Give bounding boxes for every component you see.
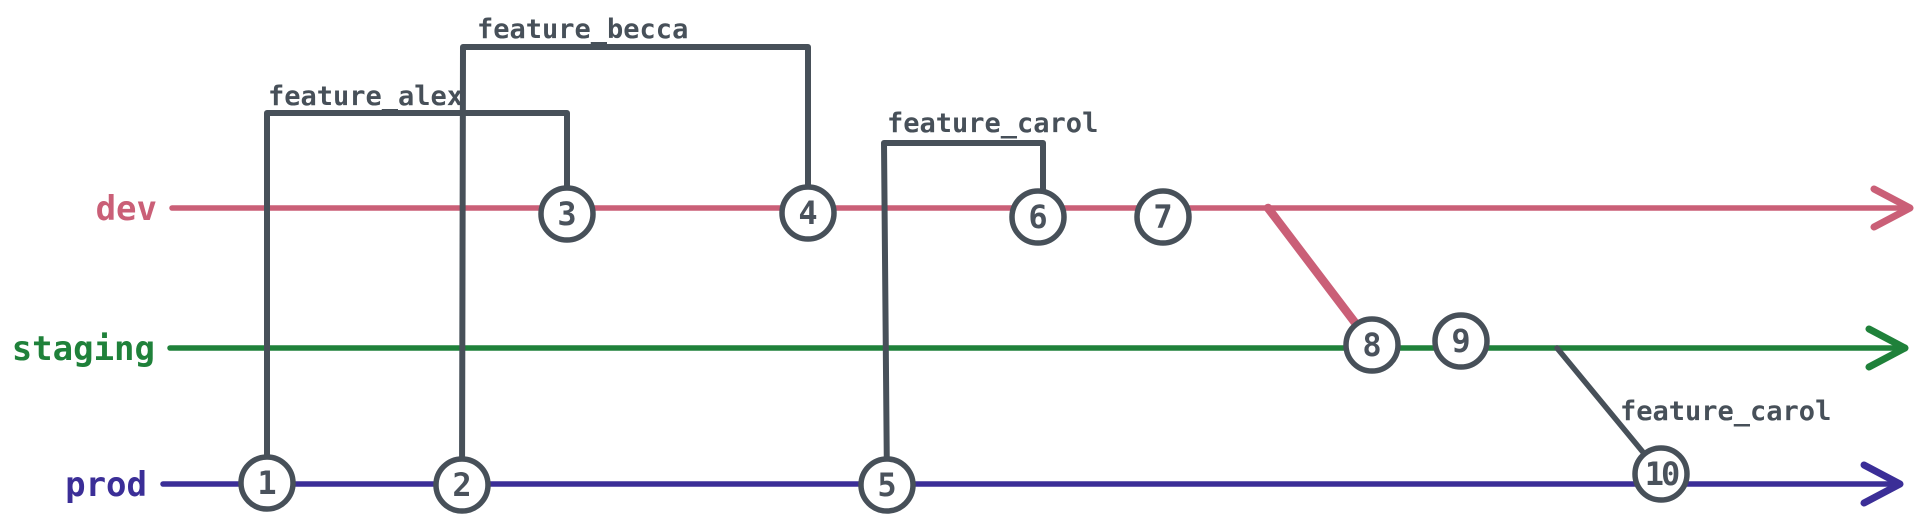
commit-3-circle [538, 185, 596, 243]
branch-label-dev: dev [96, 189, 157, 229]
commit-1-circle [238, 454, 296, 512]
commit-6-number: 6 [1028, 198, 1047, 236]
commits-layer: 1 2 3 4 5 6 7 8 9 10 [238, 184, 1690, 514]
feature-line-feature_alex-0 [264, 110, 570, 486]
commit-8-number: 8 [1362, 326, 1381, 364]
commit-6-circle [1009, 188, 1067, 246]
arrowhead-staging-icon [1865, 325, 1909, 371]
commit-7-circle [1134, 188, 1192, 246]
feature-label-feature_alex-0: feature_alex [268, 81, 463, 112]
commit-2-circle [433, 456, 491, 514]
commit-10-number: 10 [1645, 455, 1679, 493]
feature-label-feature_becca-1: feature_becca [477, 14, 688, 45]
feature-line-feature_becca-1 [459, 44, 811, 488]
commit-5-number: 5 [877, 466, 896, 504]
commit-4-circle [779, 184, 837, 242]
feature-label-feature_carol-2: feature_carol [887, 108, 1098, 139]
commit-5-circle [858, 456, 916, 514]
commit-9-number: 9 [1451, 322, 1470, 360]
arrowhead-dev-icon [1870, 185, 1914, 231]
labels-layer: dev staging prod feature_alex feature_beccaf… [12, 14, 1832, 505]
arrowhead-prod-icon [1860, 461, 1904, 507]
commit-2-number: 2 [452, 466, 471, 504]
commit-4-number: 4 [798, 194, 817, 232]
commit-8-circle [1343, 316, 1401, 374]
commit-7-number: 7 [1153, 198, 1172, 236]
commit-1-number: 1 [257, 464, 276, 502]
feature-label-feature_carol-3: feature_carol [1620, 396, 1831, 427]
branch-label-prod: prod [65, 465, 147, 505]
feature-line-feature_carol-2 [881, 140, 1046, 488]
commit-3-number: 3 [557, 195, 576, 233]
commit-10-circle [1632, 445, 1690, 503]
commit-9-circle [1432, 312, 1490, 370]
features-layer [264, 44, 1664, 488]
branch-label-staging: staging [12, 329, 155, 369]
